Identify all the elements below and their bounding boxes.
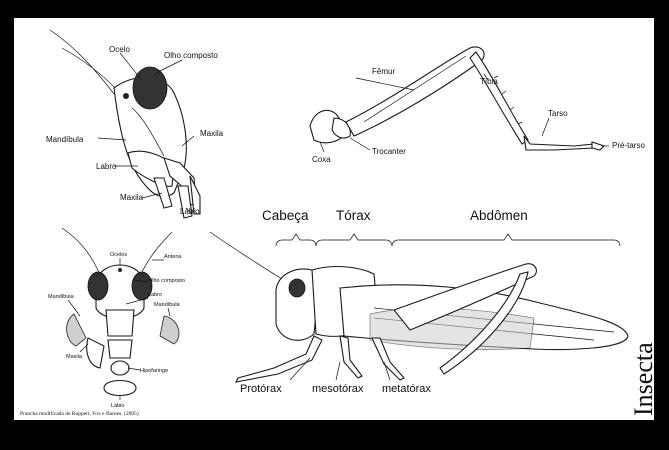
leg-drawing [310, 47, 609, 152]
compound-eye-lateral [133, 67, 167, 109]
compound-eye-frontal-left [88, 272, 108, 300]
label-maxila-bottom: Maxila [120, 193, 144, 202]
label-trocanter: Trocanter [372, 147, 406, 156]
label-coxa: Coxa [312, 155, 331, 164]
label-ocelos: Ocelos [110, 252, 127, 258]
compound-eye-body [289, 279, 305, 297]
label-tarso: Tarso [548, 109, 568, 118]
label-labro: Labro [96, 162, 117, 171]
region-brackets [276, 234, 620, 246]
credit-line: Prancha modificada de Ruppert, Fox e Bar… [20, 410, 139, 417]
label-mesotorax: mesotórax [312, 383, 364, 395]
label-olho-composto-frontal: Olho composto [148, 278, 185, 284]
label-maxila-frontal: Maxila [66, 354, 83, 360]
label-antena: Antena [164, 254, 182, 260]
grasshopper-drawing [210, 232, 628, 382]
label-femur: Fêmur [372, 67, 395, 76]
label-labio: Lábio [180, 207, 200, 216]
label-mandibula: Mandíbula [46, 135, 84, 144]
label-labro-frontal: Labro [148, 292, 162, 298]
plate-title: Insecta [629, 342, 654, 416]
label-protorax: Protórax [240, 383, 282, 395]
label-hipofaringe: Hipofaringe [140, 368, 168, 374]
label-metatorax: metatórax [382, 383, 431, 395]
label-labio-frontal: Lábio [111, 403, 124, 409]
label-pre-tarso: Pré-tarso [612, 141, 645, 150]
label-ocelo: Ocelo [109, 45, 130, 54]
insect-anatomy-diagram: Ocelo Olho composto Mandíbula Maxila Lab… [14, 18, 654, 420]
label-mandibula-right: Mandíbula [154, 302, 181, 308]
label-maxila-right: Maxila [200, 129, 224, 138]
label-olho-composto: Olho composto [164, 51, 218, 60]
label-mandibula-left: Mandíbula [48, 294, 75, 300]
diagram-plate: Ocelo Olho composto Mandíbula Maxila Lab… [14, 18, 654, 420]
label-cabeca: Cabeça [262, 208, 309, 223]
label-torax: Tórax [336, 208, 371, 223]
label-tibia: Tíbia [480, 77, 498, 86]
label-abdomen: Abdômen [470, 208, 528, 223]
